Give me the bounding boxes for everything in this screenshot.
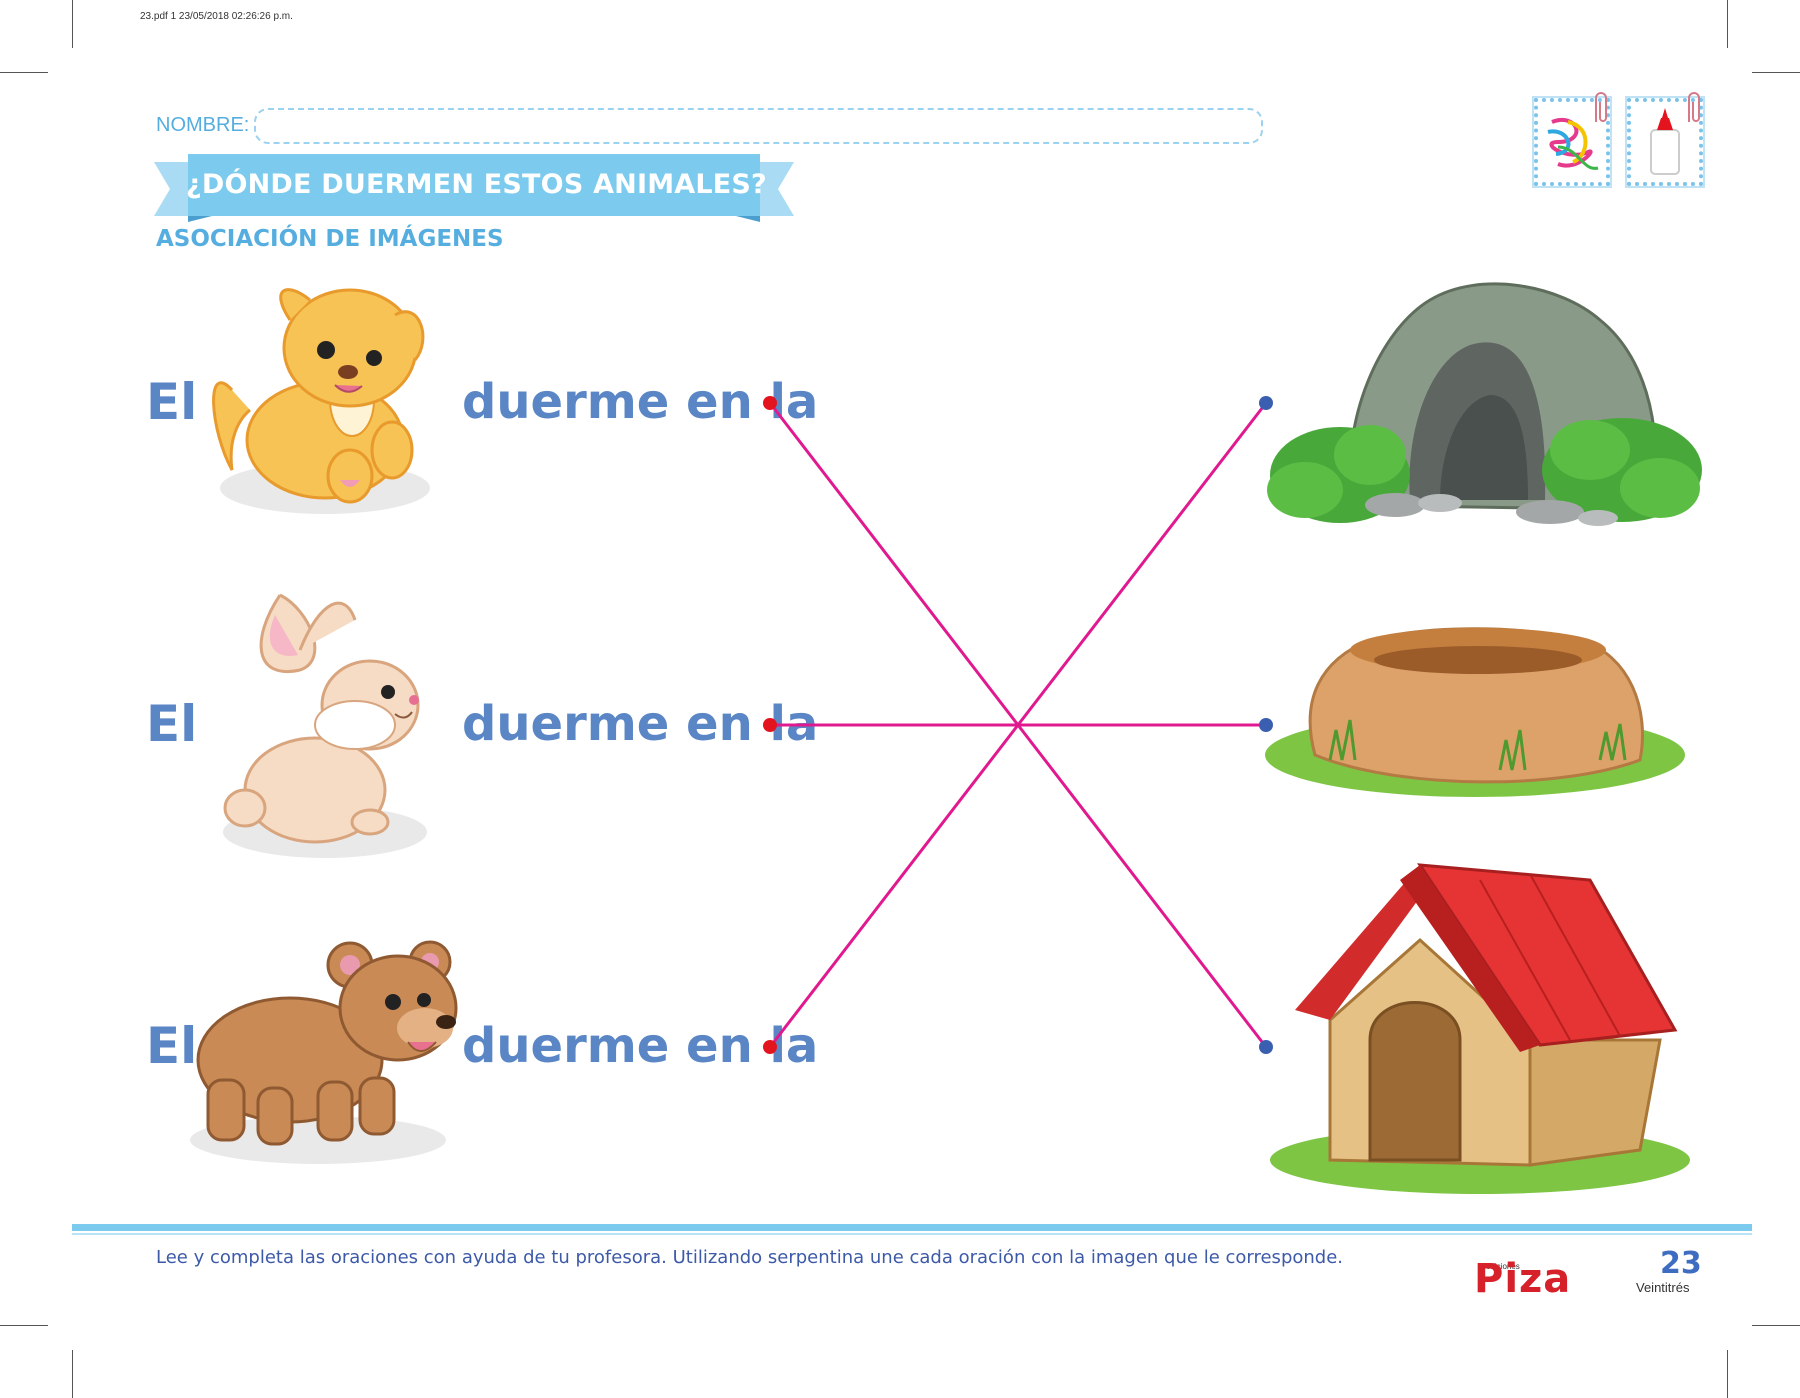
page-number-word: Veintitrés: [1636, 1280, 1690, 1295]
page-title: ¿DÓNDE DUERMEN ESTOS ANIMALES?: [186, 169, 767, 200]
row-3-el: El: [146, 1017, 198, 1075]
streamer-icon: [1532, 96, 1612, 188]
title-ribbon: [154, 154, 794, 222]
paperclip-icon: [1688, 92, 1700, 122]
brand-subtext: ediciones: [1486, 1262, 1520, 1271]
footer-divider: [72, 1224, 1752, 1231]
nombre-label: NOMBRE:: [156, 114, 250, 136]
glue-icon: [1625, 96, 1705, 188]
name-input-field[interactable]: [254, 108, 1263, 144]
row-2-el: El: [146, 695, 198, 753]
paperclip-icon: [1595, 92, 1607, 122]
crop-mark: [1752, 72, 1800, 73]
match-line-3: [768, 402, 1268, 1048]
crop-mark: [72, 0, 73, 48]
doghouse-icon: [1270, 863, 1690, 1194]
crop-mark: [0, 1325, 48, 1326]
burrow-icon: [1265, 627, 1685, 797]
crop-mark: [1752, 1325, 1800, 1326]
brand-logo: Piza: [1474, 1256, 1572, 1302]
crop-mark: [72, 1350, 73, 1398]
puppy-icon: [212, 288, 430, 514]
row-2-phrase: duerme en la: [462, 696, 819, 752]
row-1-el: El: [146, 373, 198, 431]
crop-mark: [0, 72, 48, 73]
match-line-1: [768, 402, 1268, 1048]
row-3-phrase: duerme en la: [462, 1018, 819, 1074]
right-dot-1[interactable]: [1259, 396, 1273, 410]
crop-mark: [1727, 0, 1728, 48]
bear-icon: [190, 940, 458, 1164]
right-dot-2[interactable]: [1259, 718, 1273, 732]
row-1-phrase: duerme en la: [462, 374, 819, 430]
instructions-text: Lee y completa las oraciones con ayuda d…: [156, 1247, 1344, 1268]
page-subtitle: ASOCIACIÓN DE IMÁGENES: [156, 226, 504, 252]
footer-divider: [72, 1233, 1752, 1235]
page-number: 23: [1660, 1246, 1702, 1281]
print-info: 23.pdf 1 23/05/2018 02:26:26 p.m.: [140, 11, 293, 22]
crop-mark: [1727, 1350, 1728, 1398]
cave-icon: [1267, 282, 1702, 526]
rabbit-icon: [223, 593, 427, 858]
right-dot-3[interactable]: [1259, 1040, 1273, 1054]
